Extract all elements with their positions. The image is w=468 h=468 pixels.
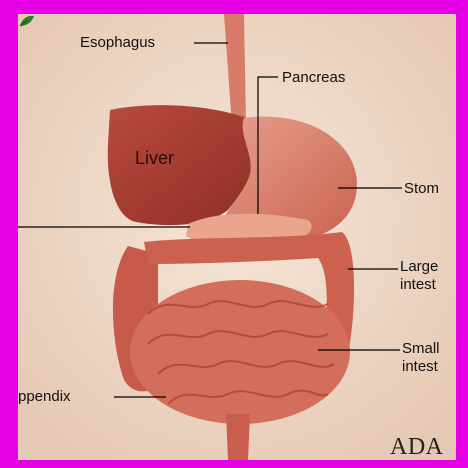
label-large-intestine-line1: Large [400, 259, 438, 274]
ada-logo: ADA [390, 434, 444, 460]
small-intestine-shape [130, 280, 350, 424]
leaf-icon [18, 14, 36, 28]
label-small-intestine-line2: intest [402, 359, 438, 374]
anatomy-illustration: Esophagus Pancreas Liver Stom Large inte… [18, 14, 456, 460]
label-large-intestine-line2: intest [400, 277, 436, 292]
label-pancreas: Pancreas [282, 70, 345, 85]
rectum-shape [226, 414, 250, 460]
label-esophagus: Esophagus [80, 35, 155, 50]
label-stomach: Stom [404, 181, 439, 196]
organ-drawing [18, 14, 456, 460]
label-appendix: ppendix [18, 389, 71, 404]
label-small-intestine-line1: Small [402, 341, 440, 356]
label-liver: Liver [135, 148, 174, 169]
